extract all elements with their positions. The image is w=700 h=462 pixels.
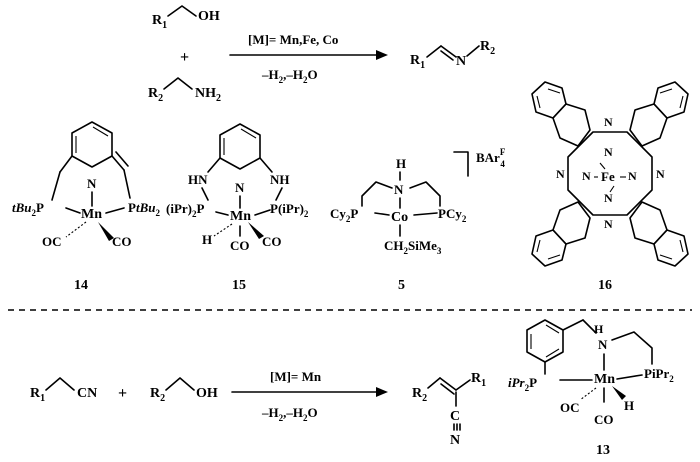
byproduct-condition-1: –H2,–H2O [261, 67, 318, 85]
imine-product: R1 N R2 [410, 39, 495, 71]
reaction-2: R1 CN + R2 OH [M]= Mn –H2,–H2O R2 R1 C [30, 369, 486, 448]
svg-text:R1: R1 [152, 13, 167, 31]
byproduct-condition-2: –H2,–H2O [261, 405, 318, 423]
svg-text:H: H [396, 156, 406, 171]
catalyst-condition-2: [M]= Mn [270, 369, 322, 384]
svg-text:P(iPr)2: P(iPr)2 [270, 201, 309, 219]
svg-text:tBu2P: tBu2P [12, 200, 44, 218]
svg-text:R1: R1 [471, 371, 486, 389]
compound-number-15: 15 [232, 278, 246, 293]
compound-number-16: 16 [598, 278, 612, 293]
svg-text:CO: CO [594, 412, 614, 427]
svg-text:N: N [456, 54, 466, 69]
alcohol-reactant: R1 OH [152, 5, 220, 31]
svg-text:OC: OC [560, 400, 580, 415]
svg-text:N: N [235, 180, 245, 195]
plus-sign-1: + [180, 49, 189, 66]
svg-text:R2: R2 [412, 386, 427, 404]
svg-text:N: N [394, 182, 404, 197]
metal-center-mn: Mn [81, 207, 102, 222]
benzo-ring-tr [629, 81, 689, 147]
svg-text:R2: R2 [480, 39, 495, 57]
svg-text:H: H [594, 322, 604, 336]
benzo-ring-tl [531, 81, 591, 147]
svg-text:H: H [624, 398, 634, 413]
svg-text:R2: R2 [148, 86, 163, 104]
complex-15: HN NH N (iPr)2P P(iPr)2 Mn H CO CO 15 [166, 123, 309, 293]
svg-text:R1: R1 [410, 53, 425, 71]
svg-text:N: N [582, 169, 591, 183]
svg-text:N: N [656, 167, 665, 181]
svg-text:OH: OH [196, 386, 218, 401]
reaction-1: R1 OH + R2 NH2 [M]= Mn,Fe, Co –H2,–H2O R… [148, 5, 495, 104]
svg-text:CH2SiMe3: CH2SiMe3 [384, 238, 442, 256]
catalyst-condition-1: [M]= Mn,Fe, Co [248, 32, 338, 47]
plus-sign-2: + [118, 385, 127, 402]
svg-text:N: N [598, 337, 608, 352]
svg-text:NH: NH [270, 172, 290, 187]
benzo-ring-br [629, 201, 689, 267]
svg-text:N: N [450, 433, 460, 448]
svg-text:PtBu2: PtBu2 [128, 200, 160, 218]
svg-text:iPr2P: iPr2P [508, 375, 537, 393]
svg-text:C: C [450, 409, 460, 424]
compound-number-13: 13 [596, 443, 610, 458]
nitrile-reactant: R1 CN [30, 377, 97, 404]
svg-text:HN: HN [188, 172, 208, 187]
svg-text:NH2: NH2 [195, 86, 221, 104]
complex-13: H N iPr2P PiPr2 Mn OC H CO 13 [508, 319, 674, 458]
compound-number-14: 14 [74, 278, 88, 293]
svg-text:Cy2P: Cy2P [330, 206, 358, 224]
metal-center-mn-15: Mn [230, 209, 251, 224]
reaction-arrow-1: [M]= Mn,Fe, Co –H2,–H2O [229, 32, 388, 85]
complex-14: N N tBu2P PtBu2 Mn OC CO 14 [12, 121, 160, 293]
svg-text:CO: CO [262, 234, 282, 249]
amine-reactant: R2 NH2 [148, 77, 221, 104]
metal-center-mn-13: Mn [594, 372, 615, 387]
svg-text:(iPr)2P: (iPr)2P [166, 201, 204, 219]
svg-text:N: N [604, 115, 613, 129]
reaction-arrow-2: [M]= Mn –H2,–H2O [231, 369, 388, 423]
acrylonitrile-product: R2 R1 C N [412, 371, 486, 448]
svg-text:N: N [604, 145, 613, 159]
svg-text:OC: OC [42, 234, 62, 249]
svg-text:CO: CO [112, 234, 132, 249]
svg-text:N: N [604, 191, 613, 205]
benzo-ring-bl [531, 201, 591, 267]
svg-text:OH: OH [198, 9, 220, 24]
svg-text:N: N [628, 169, 637, 183]
metal-center-co: Co [391, 210, 408, 225]
svg-text:PiPr2: PiPr2 [644, 366, 674, 384]
svg-text:CN: CN [77, 386, 97, 401]
alcohol-reactant-2: R2 OH [150, 377, 218, 404]
svg-text:N: N [604, 217, 613, 231]
svg-text:R2: R2 [150, 386, 165, 404]
svg-text:N: N [87, 176, 97, 191]
svg-text:R1: R1 [30, 386, 45, 404]
svg-text:H: H [202, 232, 212, 247]
svg-text:PCy2: PCy2 [438, 206, 467, 224]
metal-center-fe: Fe [601, 169, 615, 184]
complex-16-phthalocyanine: N N N N N N N N Fe [531, 81, 689, 293]
svg-text:CO: CO [230, 238, 250, 253]
svg-text:N: N [556, 167, 565, 181]
compound-number-5: 5 [398, 278, 405, 293]
